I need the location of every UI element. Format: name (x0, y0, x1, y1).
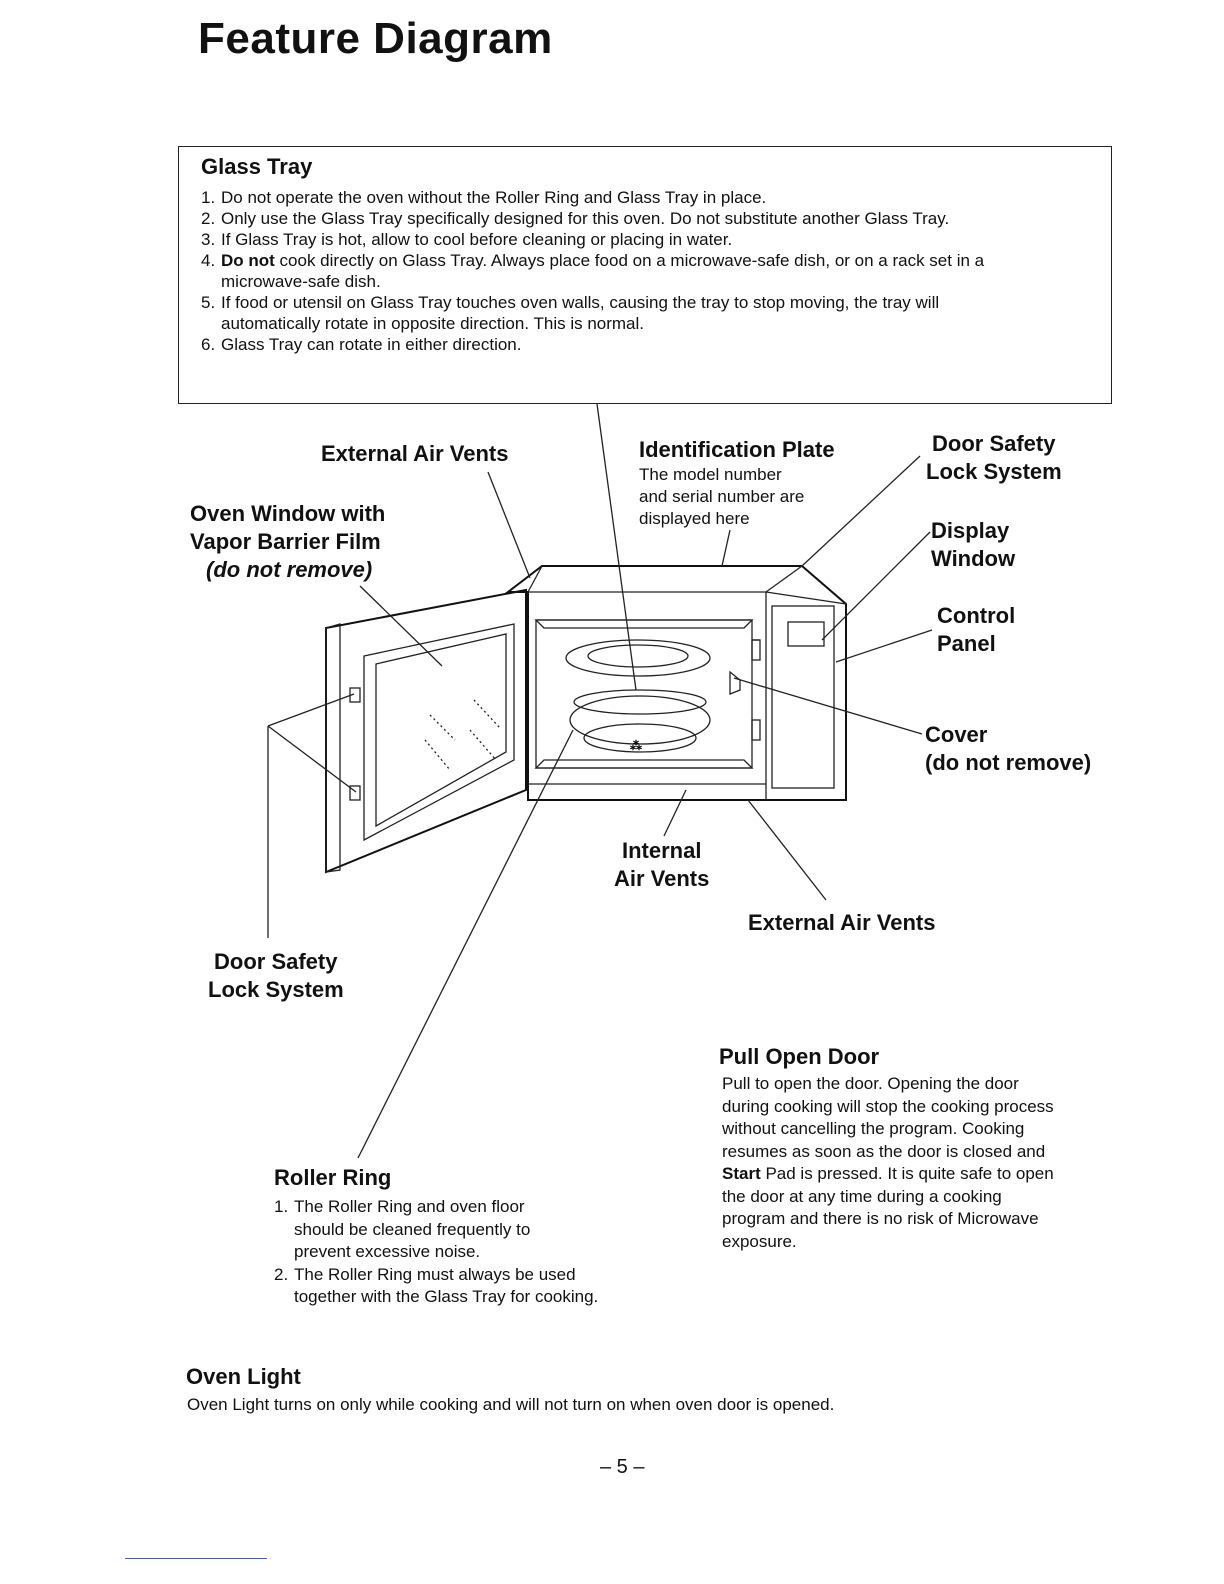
page-number: – 5 – (600, 1456, 645, 1478)
pull-open-door-heading: Pull Open Door (719, 1044, 880, 1069)
list-item: 1.The Roller Ring and oven floor (274, 1197, 525, 1216)
leader-lines (267, 403, 933, 1159)
list-item: 5.If food or utensil on Glass Tray touch… (201, 293, 940, 333)
pull-open-door-section: Pull Open Door Pull to open the door. Op… (719, 1043, 1119, 1253)
svg-text:⁂: ⁂ (630, 739, 642, 753)
list-item: 1.Do not operate the oven without the Ro… (201, 188, 767, 207)
display-window-label: Display Window (931, 518, 1016, 571)
list-item: 2.Only use the Glass Tray specifically d… (201, 209, 950, 228)
cover-label: Cover (do not remove) (925, 722, 1092, 775)
list-item: 3.If Glass Tray is hot, allow to cool be… (201, 230, 733, 249)
external-air-vents-top-label: External Air Vents (321, 441, 509, 466)
door-safety-lock-left-label: Door Safety Lock System (208, 949, 344, 1002)
identification-plate-label: Identification Plate The model number an… (639, 437, 835, 528)
oven-body-illustration: ⁂ (505, 565, 847, 801)
glass-tray-list: 1.Do not operate the oven without the Ro… (201, 187, 1101, 355)
glass-tray-box (178, 146, 1112, 404)
oven-light-text: Oven Light turns on only while cooking a… (187, 1395, 835, 1414)
door-safety-lock-right-label: Door Safety Lock System (926, 431, 1062, 484)
roller-ring-section: Roller Ring 1.The Roller Ring and oven f… (274, 1164, 674, 1309)
internal-air-vents-label: Internal Air Vents (614, 838, 710, 891)
external-air-vents-bottom-label: External Air Vents (748, 910, 936, 935)
footer-rule (125, 1558, 267, 1559)
list-item: 6.Glass Tray can rotate in either direct… (201, 335, 522, 354)
oven-door-illustration (325, 588, 527, 874)
list-item: 2.The Roller Ring must always be used (274, 1264, 576, 1284)
oven-light-heading: Oven Light (186, 1364, 301, 1389)
oven-window-label: Oven Window with Vapor Barrier Film (do … (190, 501, 386, 582)
pull-open-door-text: Pull to open the door. Opening the door … (722, 1074, 1054, 1251)
roller-ring-list: 1.The Roller Ring and oven floor should … (274, 1196, 674, 1309)
glass-tray-heading: Glass Tray (201, 154, 313, 179)
control-panel-label: Control Panel (937, 603, 1016, 656)
roller-ring-heading: Roller Ring (274, 1165, 392, 1190)
page-title: Feature Diagram (198, 14, 553, 63)
list-item: 4.Do not cook directly on Glass Tray. Al… (201, 251, 985, 291)
